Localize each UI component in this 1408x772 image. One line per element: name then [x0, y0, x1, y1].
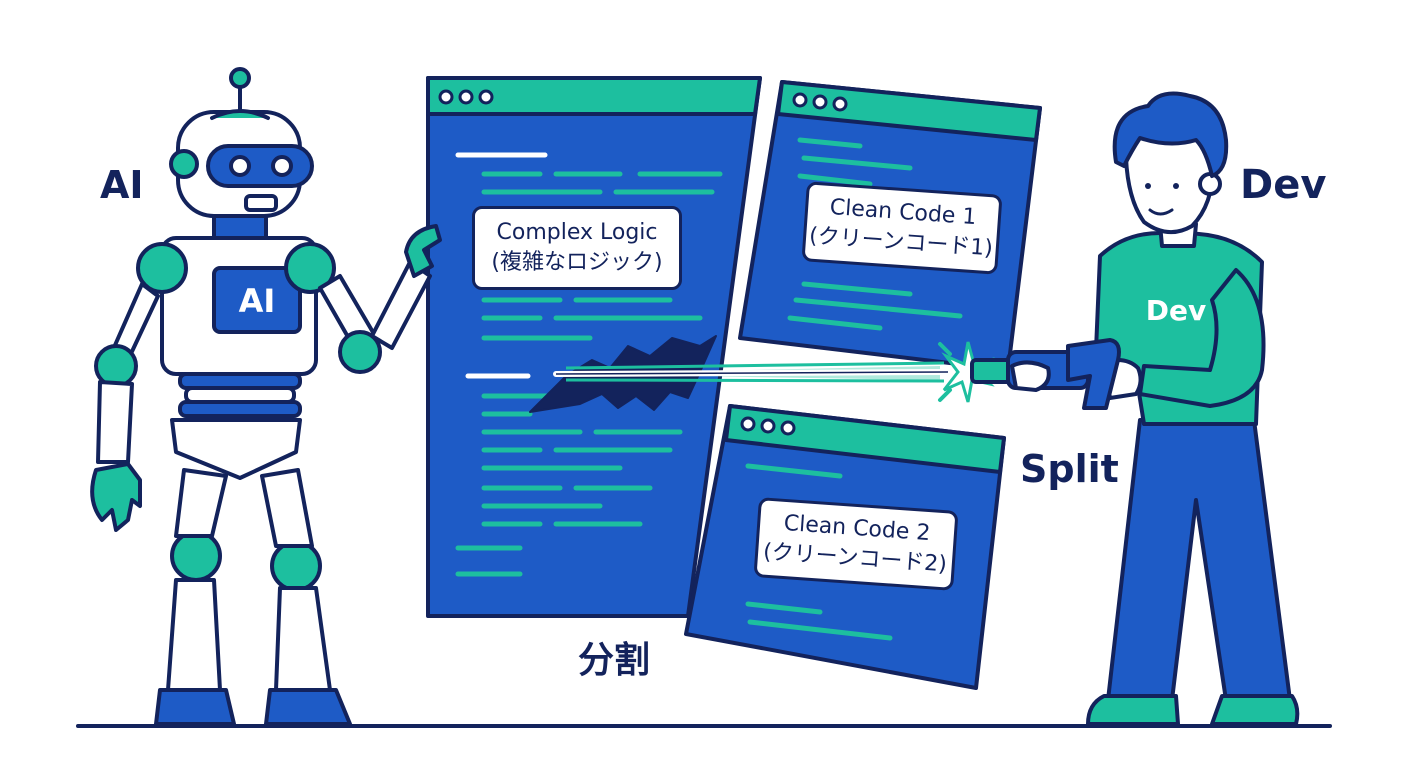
clean-code-1-label-box: Clean Code 1 (クリーンコード1) [801, 181, 1003, 275]
complex-logic-title: Complex Logic [496, 220, 658, 245]
complex-logic-subtitle: (複雑なロジック) [491, 250, 663, 275]
dev-side-label: Dev [1240, 162, 1326, 208]
window-dots-icon [740, 416, 796, 436]
developer-figure [1086, 91, 1300, 726]
split-ja-label: 分割 [578, 640, 650, 681]
split-label: Split [1020, 447, 1119, 491]
window-dots-icon [792, 92, 848, 112]
code-lines [455, 152, 723, 577]
code-lines [787, 137, 963, 331]
laser-beam [553, 361, 951, 383]
robot-figure [90, 67, 442, 726]
laser-gun-icon [970, 338, 1121, 410]
dev-shirt-label: Dev [1146, 294, 1206, 327]
ai-side-label: AI [100, 163, 144, 207]
complex-logic-label-box: Complex Logic (複雑なロジック) [472, 206, 682, 290]
code-lines [745, 463, 893, 641]
robot-chest-label: AI [239, 282, 276, 320]
clean-code-2-label-box: Clean Code 2 (クリーンコード2) [753, 497, 959, 591]
window-dots-icon [438, 89, 494, 105]
